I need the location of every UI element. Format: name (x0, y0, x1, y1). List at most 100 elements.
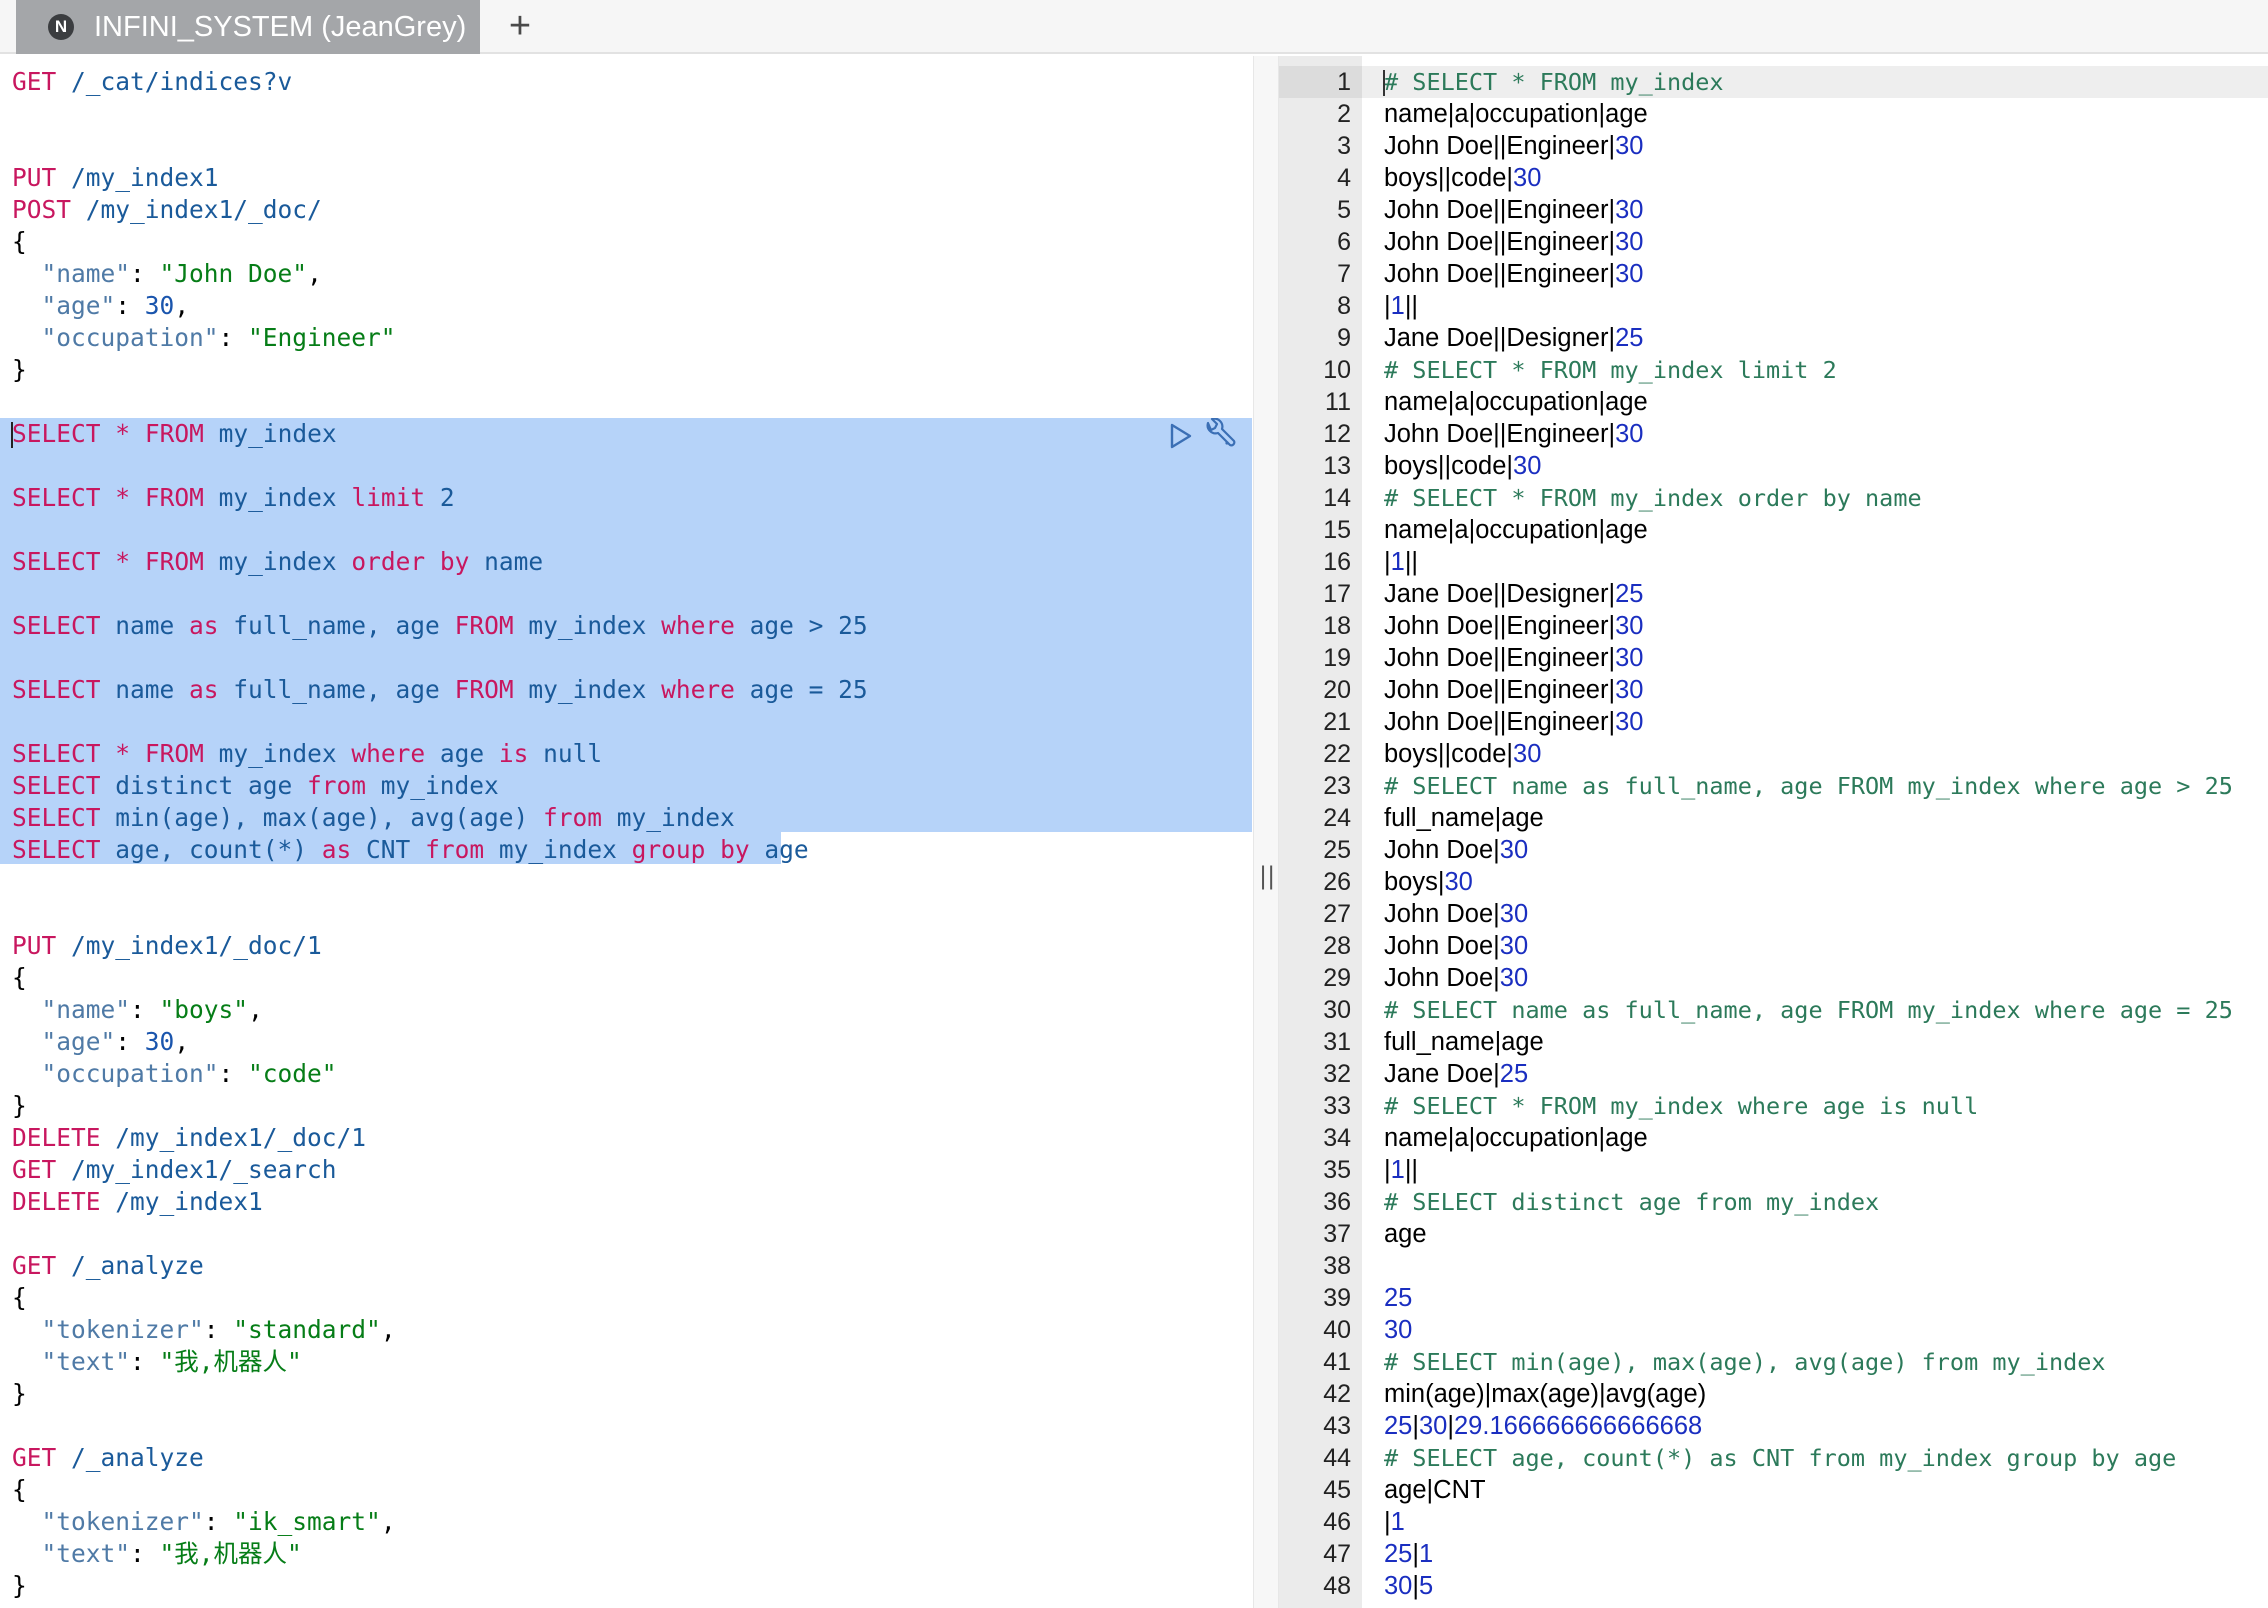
result-token: 30 (1615, 612, 1644, 640)
code-token: : (203, 1315, 234, 1344)
code-line[interactable]: DELETE /my_index1/_doc/1 (12, 1122, 868, 1154)
code-line[interactable] (12, 98, 868, 130)
code-line[interactable] (12, 450, 868, 482)
code-token (130, 419, 145, 448)
line-number: 12 (1323, 420, 1351, 448)
code-token: "Engineer" (248, 323, 396, 352)
code-line[interactable]: POST /my_index1/_doc/ (12, 194, 868, 226)
result-token: 30 (1384, 1316, 1413, 1344)
result-token: min(age)|max(age)|avg(age) (1384, 1380, 1707, 1408)
code-line[interactable] (12, 642, 868, 674)
code-line[interactable]: } (12, 354, 868, 386)
code-line[interactable]: SELECT min(age), max(age), avg(age) from… (12, 802, 868, 834)
code-token: : (203, 1507, 234, 1536)
result-token: 1 (1390, 548, 1405, 576)
code-line[interactable]: "occupation": "code" (12, 1058, 868, 1090)
code-token: "occupation" (41, 323, 219, 352)
result-token: John Doe||Engineer| (1384, 420, 1616, 448)
code-line[interactable]: SELECT * FROM my_index limit 2 (12, 482, 868, 514)
play-icon[interactable] (1166, 422, 1194, 450)
code-token: SELECT (12, 611, 101, 640)
result-line: |1|| (1384, 290, 2233, 322)
code-line[interactable] (12, 1218, 868, 1250)
wrench-icon[interactable] (1202, 418, 1236, 452)
tab-infini-system[interactable]: N INFINI_SYSTEM (JeanGrey) (16, 0, 480, 54)
code-line[interactable]: { (12, 1474, 868, 1506)
code-line[interactable]: { (12, 226, 868, 258)
code-line[interactable] (12, 706, 868, 738)
code-line[interactable]: GET /my_index1/_search (12, 1154, 868, 1186)
code-token: FROM (144, 547, 204, 576)
code-line[interactable]: } (12, 1090, 868, 1122)
line-number-gutter (1279, 56, 1362, 1608)
code-line[interactable] (12, 866, 868, 898)
line-number: 25 (1323, 836, 1351, 864)
code-line[interactable]: SELECT * FROM my_index order by name (12, 546, 868, 578)
result-line: name|a|occupation|age (1384, 514, 2233, 546)
line-number: 42 (1323, 1380, 1351, 1408)
code-token: full_name, age (218, 611, 455, 640)
code-token: : (218, 323, 249, 352)
code-token: where (351, 739, 426, 768)
code-line[interactable] (12, 386, 868, 418)
code-line[interactable]: SELECT name as full_name, age FROM my_in… (12, 674, 868, 706)
code-line[interactable]: PUT /my_index1 (12, 162, 868, 194)
code-line[interactable]: "occupation": "Engineer" (12, 322, 868, 354)
code-line[interactable]: DELETE /my_index1 (12, 1186, 868, 1218)
code-line[interactable]: SELECT distinct age from my_index (12, 770, 868, 802)
result-line: age|CNT (1384, 1474, 2233, 1506)
new-tab-button[interactable]: + (508, 5, 532, 47)
code-line[interactable]: "name": "John Doe", (12, 258, 868, 290)
code-line[interactable]: SELECT * FROM my_index where age is null (12, 738, 868, 770)
result-token: name|a|occupation|age (1384, 1124, 1648, 1152)
code-line[interactable]: GET /_analyze (12, 1442, 868, 1474)
result-token: 25 (1615, 580, 1644, 608)
code-token: my_index (203, 739, 352, 768)
code-line[interactable]: } (12, 1378, 868, 1410)
result-token: boys||code| (1384, 164, 1514, 192)
code-line[interactable]: GET /_cat/indices?v (12, 66, 868, 98)
code-token: "tokenizer" (41, 1507, 204, 1536)
code-line[interactable]: SELECT age, count(*) as CNT from my_inde… (12, 834, 868, 866)
pane-divider[interactable]: || (1253, 56, 1279, 1608)
result-token: | (1412, 1572, 1419, 1600)
code-token: { (12, 963, 27, 992)
code-line[interactable]: { (12, 1282, 868, 1314)
result-token: name|a|occupation|age (1384, 516, 1648, 544)
code-line[interactable]: { (12, 962, 868, 994)
result-line: John Doe||Engineer|30 (1384, 226, 2233, 258)
code-line[interactable]: SELECT * FROM my_index (12, 418, 868, 450)
result-token: full_name|age (1384, 804, 1544, 832)
code-line[interactable]: } (12, 1570, 868, 1602)
code-token: PUT (12, 931, 57, 960)
code-line[interactable]: GET /_analyze (12, 1250, 868, 1282)
code-line[interactable]: "text": "我,机器人" (12, 1346, 868, 1378)
code-line[interactable]: "name": "boys", (12, 994, 868, 1026)
result-token: # SELECT age, count(*) as CNT from my_in… (1384, 1444, 2177, 1472)
code-line[interactable]: "tokenizer": "ik_smart", (12, 1506, 868, 1538)
code-token: is (498, 739, 529, 768)
result-token: full_name|age (1384, 1028, 1544, 1056)
code-line[interactable]: PUT /my_index1/_doc/1 (12, 930, 868, 962)
code-line[interactable]: SELECT name as full_name, age FROM my_in… (12, 610, 868, 642)
code-line[interactable] (12, 578, 868, 610)
code-line[interactable]: "age": 30, (12, 290, 868, 322)
code-token: "name" (41, 995, 131, 1024)
drag-grip-icon[interactable]: || (1259, 862, 1276, 890)
code-line[interactable]: "tokenizer": "standard", (12, 1314, 868, 1346)
result-token: 25 (1384, 1284, 1413, 1312)
code-token: as (189, 675, 219, 704)
code-line[interactable] (12, 130, 868, 162)
code-line[interactable] (12, 1410, 868, 1442)
code-token (101, 419, 116, 448)
result-token: || (1404, 292, 1419, 320)
result-token: John Doe||Engineer| (1384, 132, 1616, 160)
code-line[interactable]: "text": "我,机器人" (12, 1538, 868, 1570)
code-token: SELECT (12, 419, 101, 448)
code-token: SELECT (12, 739, 101, 768)
code-line[interactable] (12, 898, 868, 930)
code-line[interactable]: "age": 30, (12, 1026, 868, 1058)
code-line[interactable] (12, 514, 868, 546)
